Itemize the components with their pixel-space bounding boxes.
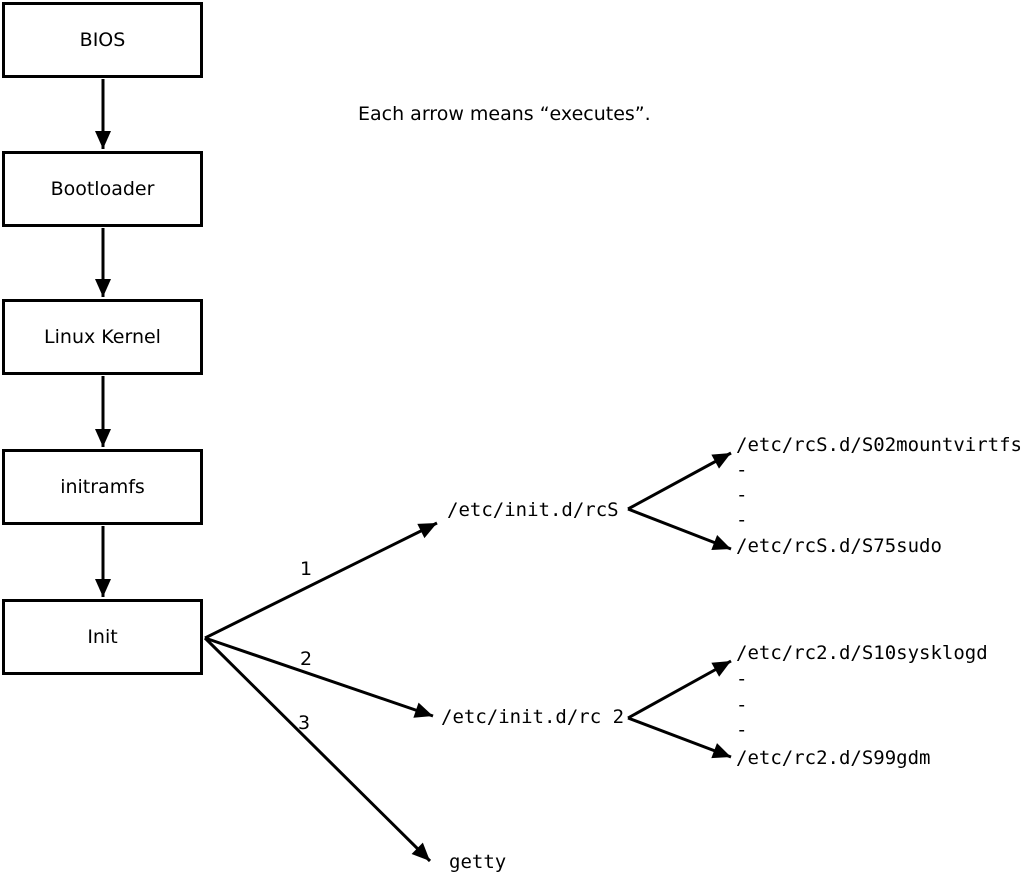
node-initramfs: initramfs	[2, 449, 203, 525]
arrow-rc2-to-last-script	[627, 716, 732, 759]
branch-order-1: 1	[300, 558, 313, 580]
rcs-first-script: /etc/rcS.d/S02mountvirtfs	[736, 434, 1022, 456]
node-bios: BIOS	[2, 2, 203, 78]
rc2-ellipsis-dash: -	[736, 694, 748, 716]
rc2-last-script: /etc/rc2.d/S99gdm	[736, 747, 931, 769]
rcs-last-script: /etc/rcS.d/S75sudo	[736, 535, 942, 557]
arrow-init-to-getty	[203, 636, 432, 863]
rcs-ellipsis-dash: -	[736, 459, 748, 481]
target-getty: getty	[449, 851, 507, 873]
branch-order-2: 2	[300, 648, 313, 670]
branch-order-3: 3	[298, 712, 311, 734]
arrow-init-to-rc2	[204, 636, 434, 718]
rc2-first-script: /etc/rc2.d/S10sysklogd	[736, 642, 988, 664]
node-init: Init	[2, 599, 203, 675]
node-bootloader: Bootloader	[2, 151, 203, 227]
node-initramfs-label: initramfs	[60, 476, 145, 498]
rcs-ellipsis-dash: -	[736, 509, 748, 531]
node-linux-kernel: Linux Kernel	[2, 299, 203, 375]
arrow-rc2-to-first-script	[627, 659, 732, 720]
rcs-ellipsis-dash: -	[736, 484, 748, 506]
node-bootloader-label: Bootloader	[50, 178, 155, 200]
node-bios-label: BIOS	[79, 29, 126, 51]
target-rcs-script: /etc/init.d/rcS	[447, 499, 619, 521]
node-linux-kernel-label: Linux Kernel	[44, 326, 161, 348]
target-rc2-script: /etc/init.d/rc 2	[441, 706, 625, 728]
rc2-ellipsis-dash: -	[736, 719, 748, 741]
arrow-rcs-to-first-script	[627, 451, 732, 511]
legend-note: Each arrow means “executes”.	[358, 103, 651, 125]
arrow-init-to-rcs	[204, 521, 438, 640]
arrow-rcs-to-last-script	[627, 507, 732, 551]
node-init-label: Init	[87, 626, 118, 648]
rc2-ellipsis-dash: -	[736, 668, 748, 690]
